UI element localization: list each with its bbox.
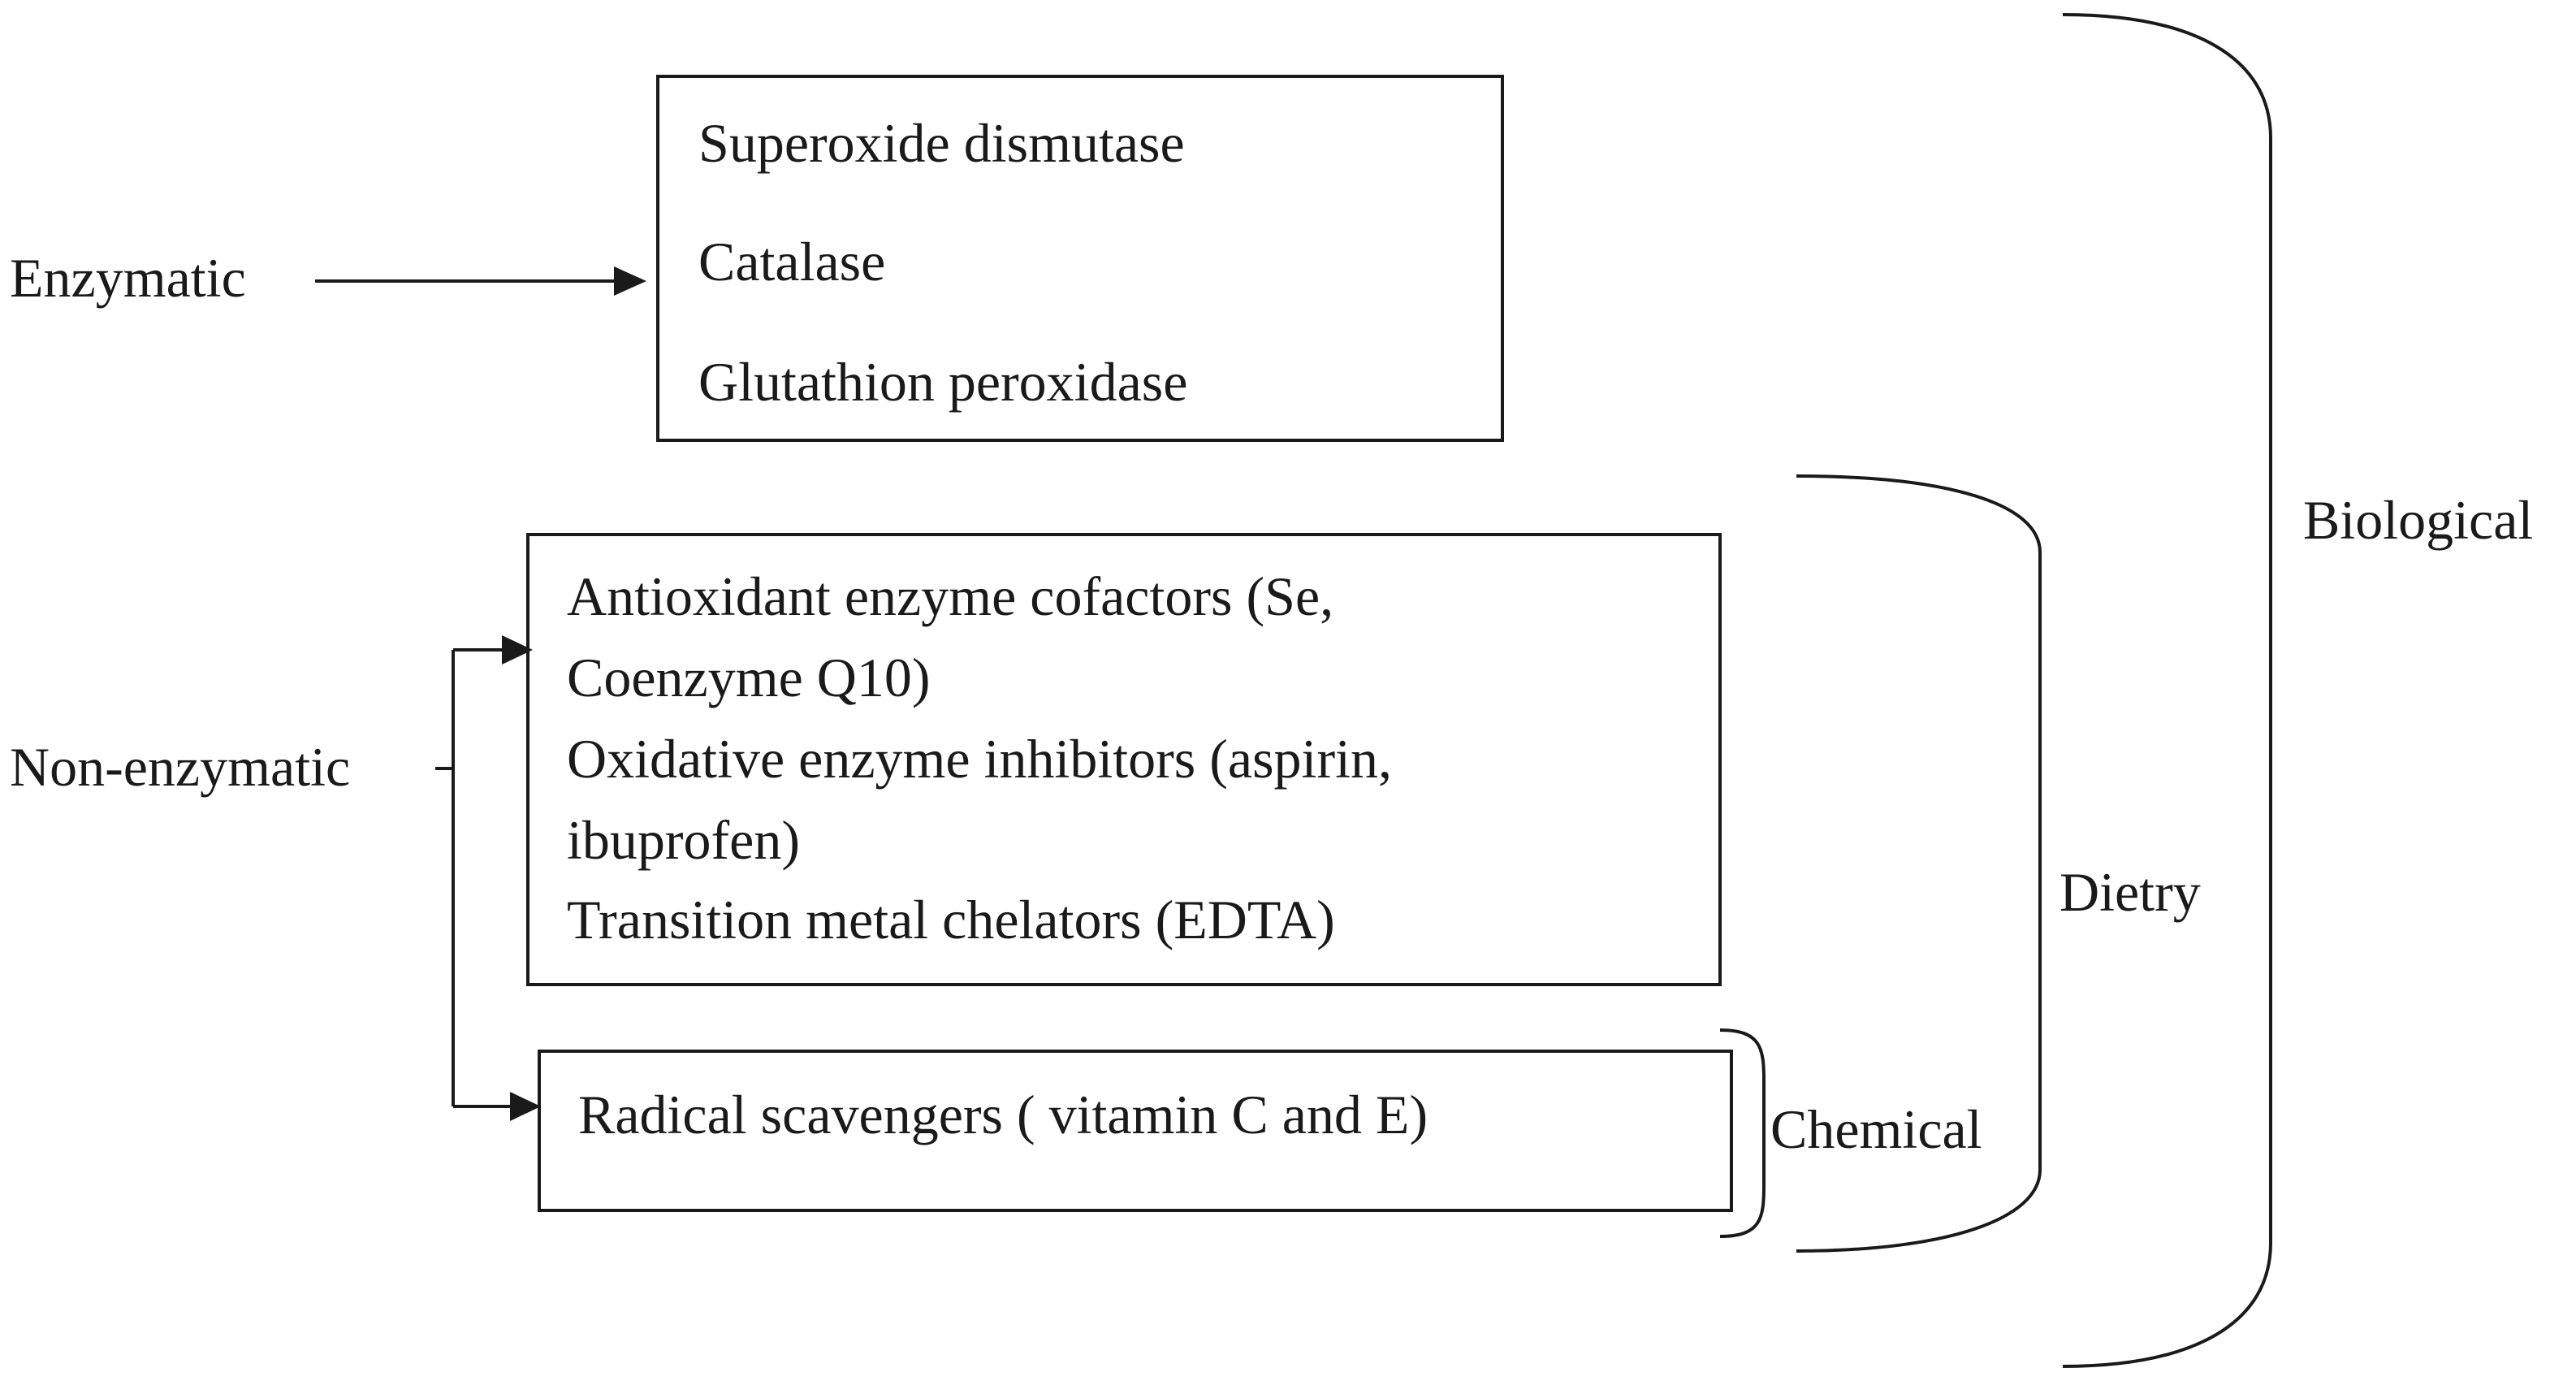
enzymatic-label: Enzymatic: [10, 247, 246, 309]
non-enzymatic-line: Antioxidant enzyme cofactors (Se,: [567, 565, 1334, 627]
non-enzymatic-line: ibuprofen): [567, 809, 801, 871]
enzymatic-box: Superoxide dismutase Catalase Glutathion…: [656, 75, 1504, 442]
chemical-bracket: [1719, 1028, 1766, 1238]
non-enzymatic-line: Transition metal chelators (EDTA): [567, 889, 1335, 950]
biological-bracket: [2062, 13, 2272, 1368]
chemical-label: Chemical: [1770, 1098, 1982, 1160]
radical-scavengers-box: Radical scavengers ( vitamin C and E): [538, 1050, 1733, 1212]
dietry-bracket: [1796, 474, 2042, 1253]
biological-label: Biological: [2303, 489, 2534, 551]
dietry-label: Dietry: [2060, 861, 2201, 923]
enzymatic-item: Glutathion peroxidase: [698, 351, 1188, 413]
enzymatic-item: Catalase: [698, 231, 886, 292]
non-enzymatic-line: Coenzyme Q10): [567, 647, 931, 708]
non-enzymatic-line: Oxidative enzyme inhibitors (aspirin,: [567, 728, 1392, 790]
radical-scavengers-text: Radical scavengers ( vitamin C and E): [578, 1084, 1428, 1145]
non-enzymatic-label: Non-enzymatic: [10, 736, 351, 798]
non-enzymatic-box: Antioxidant enzyme cofactors (Se, Coenzy…: [526, 533, 1722, 986]
non-enzymatic-lower-arrowhead: [510, 1092, 541, 1121]
enzymatic-item: Superoxide dismutase: [698, 112, 1185, 174]
non-enzymatic-upper-arrowhead: [502, 635, 533, 665]
enzymatic-arrowhead: [614, 266, 646, 296]
